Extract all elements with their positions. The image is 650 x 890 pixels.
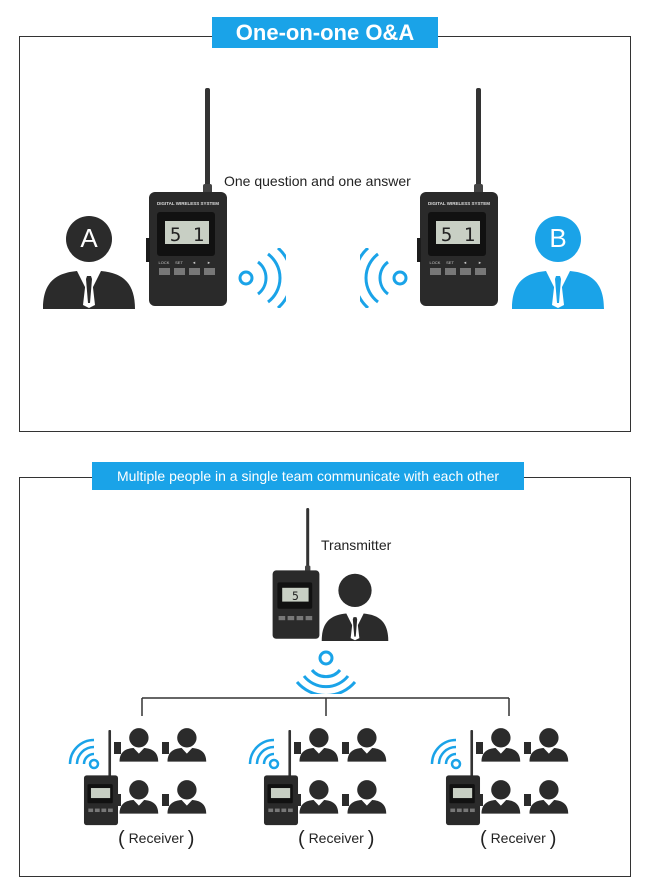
receiver-waves-icon <box>248 738 280 770</box>
receiver-person-icon <box>478 724 522 764</box>
transmitter-device: 5 <box>270 508 322 640</box>
receiver-person-icon <box>344 776 388 816</box>
earpiece-icon <box>162 794 169 806</box>
earpiece-icon <box>476 742 483 754</box>
receiver-waves-icon <box>68 738 100 770</box>
receiver-group-1: ( Receiver ) <box>60 722 220 862</box>
transmitter-device-a: DIGITAL WIRELESS SYSTEM 5 1 LOCK SET ◄ ► <box>145 88 231 308</box>
svg-text:◄: ◄ <box>463 260 467 265</box>
svg-text:SET: SET <box>175 260 183 265</box>
svg-text:SET: SET <box>446 260 454 265</box>
team-communication-title: Multiple people in a single team communi… <box>92 462 524 490</box>
person-b-icon: B <box>512 215 604 309</box>
receiver-label: ( Receiver ) <box>480 828 557 850</box>
earpiece-icon <box>342 794 349 806</box>
person-a-icon: A <box>43 215 135 309</box>
svg-text:DIGITAL WIRELESS SYSTEM: DIGITAL WIRELESS SYSTEM <box>157 201 219 206</box>
receiver-group-3: ( Receiver ) <box>422 722 582 862</box>
earpiece-icon <box>524 742 531 754</box>
transmitter-device-b: DIGITAL WIRELESS SYSTEM 5 1 LOCK SET ◄ ► <box>416 88 502 308</box>
signal-waves-left-icon <box>360 248 408 308</box>
svg-text:►: ► <box>478 260 482 265</box>
svg-text:►: ► <box>207 260 211 265</box>
svg-text:LOCK: LOCK <box>159 260 170 265</box>
receiver-device-icon <box>445 730 481 826</box>
receiver-label: ( Receiver ) <box>298 828 375 850</box>
svg-text:DIGITAL WIRELESS SYSTEM: DIGITAL WIRELESS SYSTEM <box>428 201 490 206</box>
svg-text:LOCK: LOCK <box>430 260 441 265</box>
svg-text:5 1: 5 1 <box>170 224 204 246</box>
receiver-person-icon <box>164 724 208 764</box>
earpiece-icon <box>294 742 301 754</box>
earpiece-icon <box>476 794 483 806</box>
receiver-label: ( Receiver ) <box>118 828 195 850</box>
receiver-person-icon <box>478 776 522 816</box>
transmitter-label: Transmitter <box>321 537 392 553</box>
receiver-person-icon <box>526 776 570 816</box>
one-on-one-title: One-on-one O&A <box>212 17 438 48</box>
receiver-person-icon <box>344 724 388 764</box>
earpiece-icon <box>114 742 121 754</box>
earpiece-icon <box>524 794 531 806</box>
receiver-person-icon <box>116 724 160 764</box>
receiver-waves-icon <box>430 738 462 770</box>
person-b-letter: B <box>549 223 567 253</box>
person-a-letter: A <box>80 223 98 253</box>
one-question-caption: One question and one answer <box>224 173 411 189</box>
receiver-group-2: ( Receiver ) <box>240 722 400 862</box>
svg-text:◄: ◄ <box>192 260 196 265</box>
svg-text:5: 5 <box>292 589 299 603</box>
receiver-person-icon <box>164 776 208 816</box>
svg-text:5 1: 5 1 <box>441 224 475 246</box>
transmitter-person-icon <box>320 573 390 641</box>
receiver-person-icon <box>526 724 570 764</box>
receiver-person-icon <box>296 776 340 816</box>
receiver-device-icon <box>83 730 119 826</box>
earpiece-icon <box>114 794 121 806</box>
earpiece-icon <box>342 742 349 754</box>
broadcast-waves-icon <box>296 650 356 694</box>
earpiece-icon <box>162 742 169 754</box>
signal-waves-right-icon <box>238 248 286 308</box>
receiver-person-icon <box>296 724 340 764</box>
receiver-device-icon <box>263 730 299 826</box>
receiver-person-icon <box>116 776 160 816</box>
earpiece-icon <box>294 794 301 806</box>
